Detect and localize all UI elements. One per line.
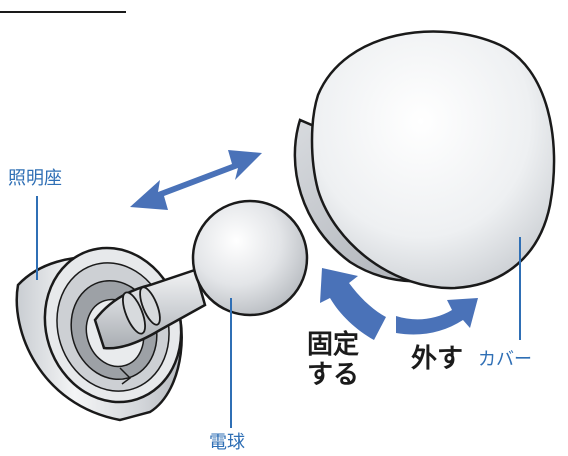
socket-label: 照明座 xyxy=(8,168,62,189)
cover-label: カバー xyxy=(478,349,532,370)
remove-label: 外す xyxy=(411,344,464,374)
double-arrow xyxy=(130,150,262,210)
fix-label-line1: 固定 xyxy=(307,330,360,360)
cover xyxy=(293,30,556,290)
callout-lines xyxy=(36,196,521,428)
fix-label-line2: する xyxy=(307,360,360,390)
bulb-label: 電球 xyxy=(209,432,245,453)
remove-arrow xyxy=(396,298,478,335)
bulb xyxy=(93,199,309,350)
fix-arrow xyxy=(320,268,386,340)
